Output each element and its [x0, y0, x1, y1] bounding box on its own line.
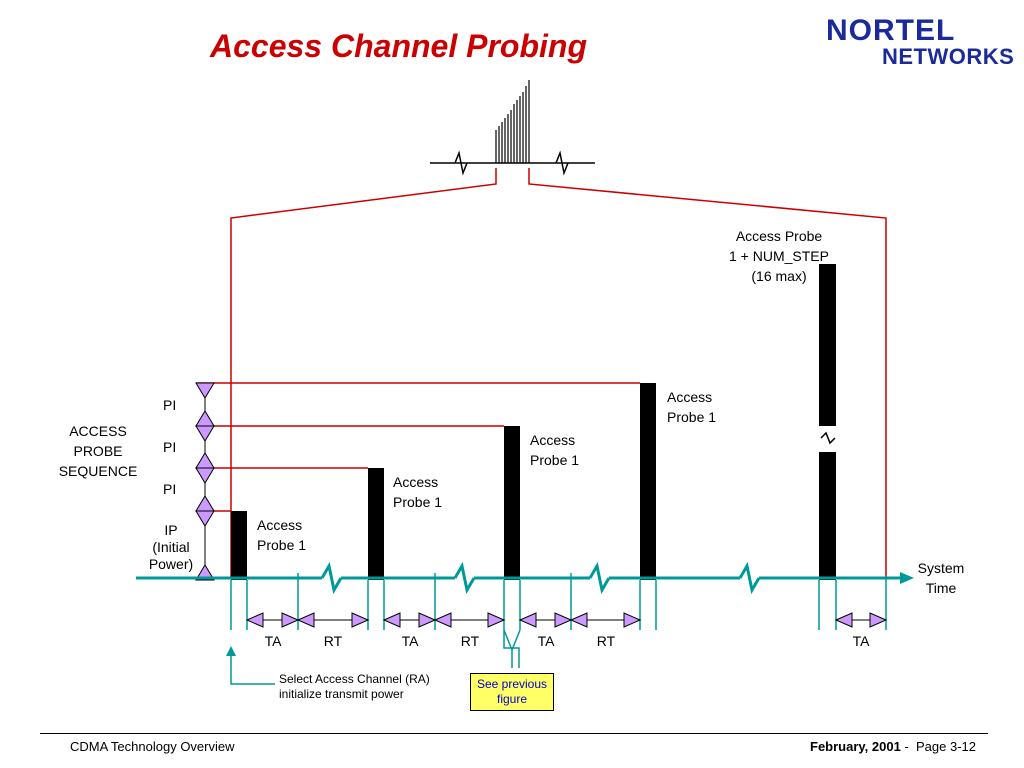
- logo-line1: NORTEL: [826, 14, 956, 47]
- pi-label-1: PI: [163, 397, 177, 413]
- footer-date: February, 2001: [810, 739, 901, 754]
- system-time-axis: [136, 561, 914, 595]
- interval-rt-3: RT: [596, 633, 616, 649]
- probe-label-4-line2: Probe 1: [667, 409, 717, 425]
- page-title: Access Channel Probing: [210, 28, 587, 64]
- select-note-line1: Select Access Channel (RA): [279, 672, 430, 686]
- system-time-label: System Time: [905, 558, 977, 598]
- footer-separator: -: [900, 739, 916, 754]
- last-probe-line3: (16 max): [751, 268, 807, 284]
- nortel-logo: NORTEL NETWORKS ™: [826, 14, 1015, 70]
- probe-label-3-line2: Probe 1: [530, 452, 580, 468]
- last-probe-line1: Access Probe: [735, 228, 823, 244]
- see-previous-line1: See previous: [476, 677, 548, 691]
- probe-label-2-line1: Access: [393, 474, 439, 490]
- sequence-label-line1: ACCESS: [69, 423, 127, 439]
- footer-divider: [40, 733, 988, 734]
- probe-label-2: Access Probe 1: [393, 472, 442, 512]
- probe-label-4-line1: Access: [667, 389, 713, 405]
- select-channel-note: Select Access Channel (RA) initialize tr…: [279, 672, 430, 702]
- sequence-label-line3: SEQUENCE: [58, 463, 138, 479]
- last-probe-label: Access Probe 1 + NUM_STEP (16 max): [704, 226, 854, 286]
- interval-rt-2: RT: [460, 633, 480, 649]
- last-probe-line2: 1 + NUM_STEP: [729, 248, 829, 264]
- zoom-lines: [196, 168, 887, 578]
- logo-line2: NETWORKS: [882, 44, 1015, 69]
- power-increment-markers: [195, 382, 215, 581]
- footer-right-text: February, 2001 - Page 3-12: [810, 739, 976, 754]
- sequence-label-line2: PROBE: [73, 443, 123, 459]
- see-previous-bracket: [503, 629, 521, 668]
- interval-ta-3: TA: [537, 633, 555, 649]
- pi-label-2: PI: [163, 439, 177, 455]
- ip-label-line2: (Initial: [152, 539, 190, 555]
- see-previous-figure-box: See previous figure: [470, 673, 554, 711]
- footer-page: Page 3-12: [916, 739, 976, 754]
- ip-label-line3: Power): [148, 556, 194, 572]
- pi-label-3: PI: [163, 481, 177, 497]
- probe-label-1: Access Probe 1: [257, 515, 306, 555]
- probe-label-2-line2: Probe 1: [393, 494, 443, 510]
- see-previous-line2: figure: [496, 692, 528, 706]
- logo-trademark: ™: [1004, 48, 1012, 57]
- interval-rt-1: RT: [323, 633, 343, 649]
- probe-label-3: Access Probe 1: [530, 430, 579, 470]
- probe-label-4: Access Probe 1: [667, 387, 716, 427]
- probe-label-3-line1: Access: [530, 432, 576, 448]
- system-time-line2: Time: [925, 580, 957, 596]
- probe-label-1-line1: Access: [257, 517, 303, 533]
- probe-bars: [231, 264, 836, 580]
- select-note-line2: initialize transmit power: [279, 687, 404, 701]
- ip-label-line1: IP: [164, 522, 178, 538]
- footer-left-text: CDMA Technology Overview: [70, 739, 235, 754]
- system-time-line1: System: [917, 560, 965, 576]
- probe-burst-waveform: [430, 80, 595, 176]
- interval-ta-1: TA: [264, 633, 282, 649]
- access-probe-sequence-label: ACCESS PROBE SEQUENCE: [48, 421, 148, 481]
- interval-ta-4: TA: [852, 633, 870, 649]
- interval-ta-2: TA: [401, 633, 419, 649]
- probe-label-1-line2: Probe 1: [257, 537, 307, 553]
- select-channel-pointer: [226, 646, 275, 685]
- initial-power-label: IP (Initial Power): [138, 522, 204, 573]
